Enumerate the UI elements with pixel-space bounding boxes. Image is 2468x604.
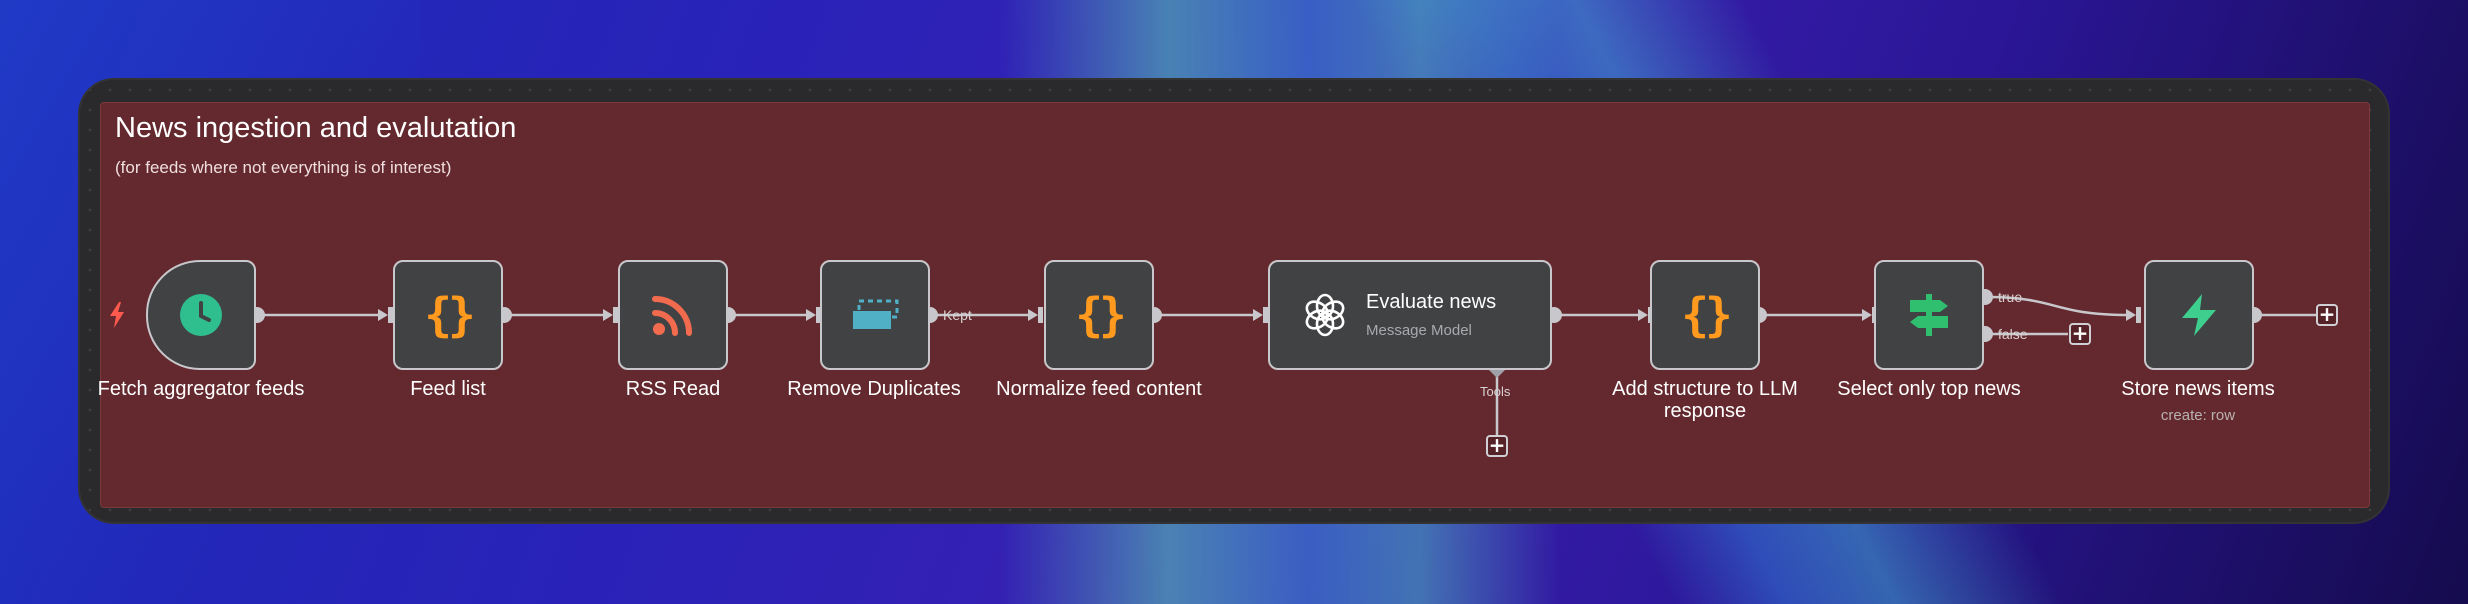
node-label-line: response [1663,400,1747,422]
node-label: Fetch aggregator feeds [97,378,305,400]
signpost-icon [1910,294,1948,336]
node-sublabel: create: row [2160,407,2236,424]
bolt-icon [2182,294,2216,336]
edge-label-false: false [1998,326,2028,342]
node-label: Store news items [2121,378,2275,400]
node-store-news-items[interactable] [2144,260,2254,370]
node-remove-duplicates[interactable] [820,260,930,370]
code-braces-icon: {} [1075,288,1126,342]
edge-label-kept: Kept [943,307,972,323]
sticky-subtitle: (for feeds where not everything is of in… [115,158,452,177]
trigger-bolt-icon [110,302,124,328]
node-subtitle: Message Model [1366,322,1472,339]
node-title: Evaluate news [1366,291,1497,313]
code-braces-icon: {} [424,288,475,342]
sticky-title: News ingestion and evalutation [115,112,517,144]
node-label: Normalize feed content [996,378,1202,400]
node-label: RSS Read [625,378,721,400]
node-fetch-aggregator-feeds[interactable] [146,260,256,370]
code-braces-icon: {} [1681,288,1732,342]
node-evaluate-news[interactable]: Evaluate news Message Model [1268,260,1552,370]
openai-icon [1305,293,1345,337]
edge-label-true: true [1998,289,2023,305]
rss-icon [652,296,692,336]
edge-label-tools: Tools [1480,384,1511,399]
add-node-false-branch-button[interactable]: + [2069,323,2091,345]
node-label: Remove Duplicates [787,378,961,400]
clock-icon [180,294,222,336]
node-select-top-news[interactable] [1874,260,1984,370]
add-node-end-button[interactable]: + [2316,304,2338,326]
add-tool-button[interactable]: + [1486,435,1508,457]
dedupe-icon [853,299,899,329]
node-add-structure[interactable]: {} [1650,260,1760,370]
node-label: Feed list [410,378,486,400]
node-rss-read[interactable] [618,260,728,370]
node-label: Add structure to LLM response [1612,378,1798,422]
node-label: Select only top news [1837,378,2021,400]
node-normalize-feed-content[interactable]: {} [1044,260,1154,370]
node-label-line: Add structure to LLM [1612,378,1798,400]
node-feed-list[interactable]: {} [393,260,503,370]
